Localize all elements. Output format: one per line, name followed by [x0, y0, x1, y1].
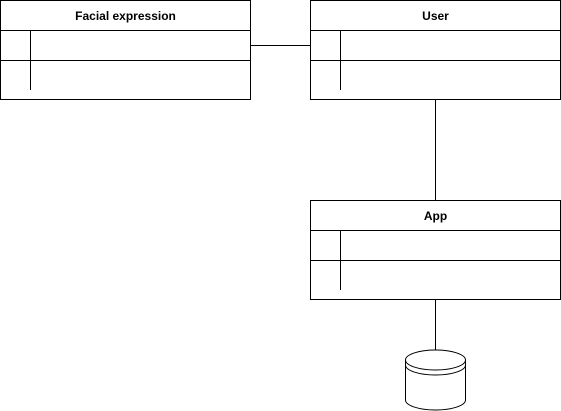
entity-box [310, 200, 561, 300]
entity-title-app: App [424, 209, 447, 223]
entity-app[interactable]: App [310, 200, 561, 300]
database-top [405, 349, 466, 371]
database-body [405, 360, 466, 411]
entity-box [0, 0, 251, 100]
entity-user[interactable]: User [310, 0, 561, 100]
entity-title-user: User [422, 9, 449, 23]
cylinder-database-icon[interactable] [405, 349, 466, 411]
entity-title-facial-expression: Facial expression [75, 9, 176, 23]
database-ring [405, 364, 466, 376]
entity-facial-expression[interactable]: Facial expression [0, 0, 251, 100]
